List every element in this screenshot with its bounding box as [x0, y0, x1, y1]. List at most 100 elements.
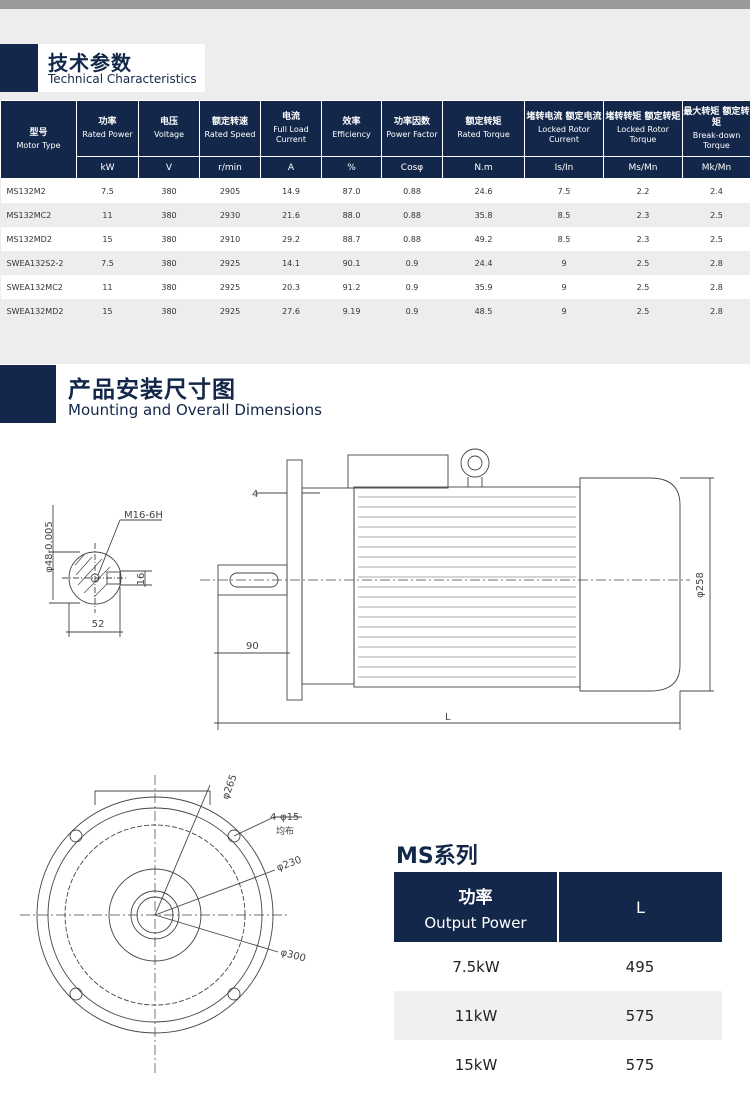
- spec-value-cell: 2925: [199, 299, 261, 323]
- shaft-section-labels: φ48-0.005 M16-6H 16 52: [44, 510, 163, 630]
- spec-header-cell: 功率因数 Power Factor: [381, 100, 443, 157]
- spec-value-cell: 2.4: [682, 178, 750, 203]
- dimension-drawing: φ48-0.005 M16-6H 16 52 4 90 φ258 L: [20, 448, 714, 1075]
- spec-value-cell: 380: [138, 299, 200, 323]
- spec-value-cell: 35.9: [442, 275, 525, 299]
- spec-value-cell: 15: [76, 299, 139, 323]
- spec-unit-cell: N.m: [442, 156, 525, 179]
- spec-value-cell: 9: [524, 251, 604, 275]
- flange-thk-label: 4: [252, 489, 258, 500]
- motor-side-view: [200, 448, 714, 730]
- spec-value-cell: 9.19: [321, 299, 382, 323]
- motor-type-cell: SWEA132MC2: [0, 275, 77, 299]
- top-bar: [0, 0, 750, 9]
- spec-header-zh: 效率: [342, 117, 361, 127]
- spec-value-cell: 7.5: [524, 178, 604, 203]
- spec-header-cell: 型号 Motor Type: [0, 100, 77, 179]
- section-title-zh: 技术参数: [48, 51, 132, 75]
- spec-header-cell: 堵转电流 额定电流 Locked Rotor Current: [524, 100, 604, 157]
- spec-header-en: Locked Rotor Current: [538, 125, 590, 144]
- ms-header-power: 功率 Output Power: [394, 872, 559, 942]
- ms-header-power-en: Output Power: [424, 913, 527, 932]
- shaft-len-label: 90: [246, 641, 259, 652]
- section-header-technical: 技术参数 Technical Characteristics: [0, 44, 205, 92]
- spec-value-cell: 2930: [199, 203, 261, 227]
- spec-value-cell: 88.7: [321, 227, 382, 251]
- spec-value-cell: 380: [138, 203, 200, 227]
- spec-value-cell: 380: [138, 251, 200, 275]
- flange-d1-label: φ265: [220, 773, 239, 801]
- shaft-section-view: [49, 505, 162, 637]
- spec-header-zh: 功率: [98, 117, 117, 127]
- spec-header-en: Efficiency: [332, 130, 371, 139]
- spec-value-cell: 24.4: [442, 251, 525, 275]
- spec-value-cell: 2.5: [682, 203, 750, 227]
- spec-unit-cell: Cosφ: [381, 156, 443, 179]
- key-height-label: 16: [136, 573, 147, 586]
- shaft-dia-label: φ48-0.005: [44, 521, 55, 573]
- spec-header-en: Power Factor: [386, 130, 438, 139]
- spec-unit-cell: Is/In: [524, 156, 604, 179]
- ms-power-cell: 15kW: [394, 1040, 558, 1089]
- spec-header-en: Voltage: [153, 130, 184, 139]
- spec-value-cell: 2.8: [682, 251, 750, 275]
- holes-label: 4-φ15: [270, 812, 299, 823]
- spec-value-cell: 0.88: [381, 178, 443, 203]
- spec-value-cell: 48.5: [442, 299, 525, 323]
- flange-front-view: [20, 775, 302, 1075]
- spec-header-en: Rated Torque: [457, 130, 510, 139]
- spec-value-cell: 0.88: [381, 203, 443, 227]
- spec-value-cell: 49.2: [442, 227, 525, 251]
- spec-value-cell: 9: [524, 299, 604, 323]
- spec-value-cell: 2.5: [682, 227, 750, 251]
- spec-header-zh: 额定转矩: [465, 117, 502, 127]
- spec-value-cell: 8.5: [524, 227, 604, 251]
- spec-value-cell: 380: [138, 227, 200, 251]
- spec-header-en: Full Load Current: [273, 125, 309, 144]
- spec-value-cell: 20.3: [260, 275, 322, 299]
- spec-header-zh: 最大转矩 额定转矩: [683, 106, 750, 128]
- spec-value-cell: 0.9: [381, 299, 443, 323]
- spec-unit-cell: Ms/Mn: [603, 156, 683, 179]
- spec-unit-cell: Mk/Mn: [682, 156, 750, 179]
- spec-value-cell: 14.9: [260, 178, 322, 203]
- key-width-label: 52: [92, 619, 105, 630]
- spec-header-en: Rated Speed: [204, 130, 256, 139]
- spec-value-cell: 2.2: [603, 178, 683, 203]
- section-title-zh: 产品安装尺寸图: [68, 377, 236, 403]
- motor-fins: [358, 496, 576, 678]
- spec-value-cell: 15: [76, 227, 139, 251]
- section-header-dimensions: 产品安装尺寸图 Mounting and Overall Dimensions: [0, 365, 750, 423]
- ms-header-length: L: [558, 872, 722, 942]
- spec-value-cell: 2925: [199, 275, 261, 299]
- spec-value-cell: 14.1: [260, 251, 322, 275]
- motor-type-cell: SWEA132S2-2: [0, 251, 77, 275]
- spec-value-cell: 87.0: [321, 178, 382, 203]
- spec-value-cell: 24.6: [442, 178, 525, 203]
- spec-value-cell: 2.8: [682, 275, 750, 299]
- spec-value-cell: 11: [76, 275, 139, 299]
- spec-header-zh: 型号: [29, 128, 48, 138]
- spec-header-zh: 堵转电流 额定电流: [526, 112, 602, 122]
- spec-header-zh: 堵转转矩 额定转矩: [605, 112, 681, 122]
- spec-value-cell: 11: [76, 203, 139, 227]
- spec-value-cell: 2925: [199, 251, 261, 275]
- spec-header-zh: 电流: [281, 112, 300, 122]
- spec-header-en: Motor Type: [16, 141, 61, 150]
- spec-header-en: Rated Power: [82, 130, 133, 139]
- spec-header-zh: 功率因数: [393, 117, 430, 127]
- flange-d3-label: φ300: [279, 947, 307, 964]
- section-title-en: Technical Characteristics: [48, 72, 197, 86]
- spec-value-cell: 0.9: [381, 251, 443, 275]
- spec-value-cell: 88.0: [321, 203, 382, 227]
